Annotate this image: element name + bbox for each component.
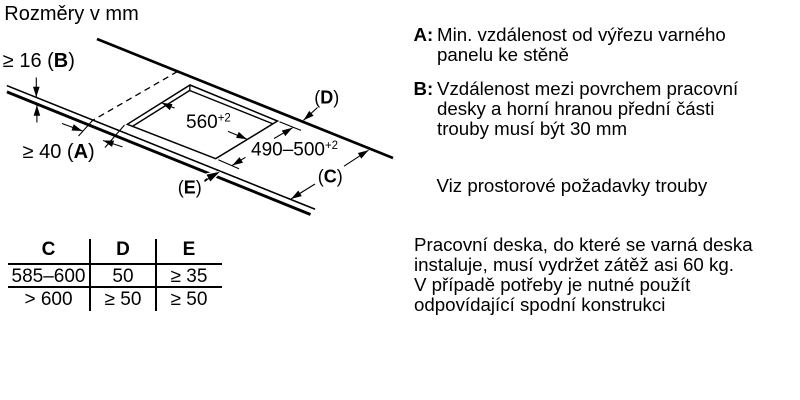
svg-text:(D): (D) [314, 87, 339, 107]
svg-text:560+2: 560+2 [186, 112, 231, 133]
svg-text:(C): (C) [318, 166, 343, 186]
svg-text:(E): (E) [178, 178, 202, 198]
svg-text:490–500+2: 490–500+2 [251, 140, 338, 161]
